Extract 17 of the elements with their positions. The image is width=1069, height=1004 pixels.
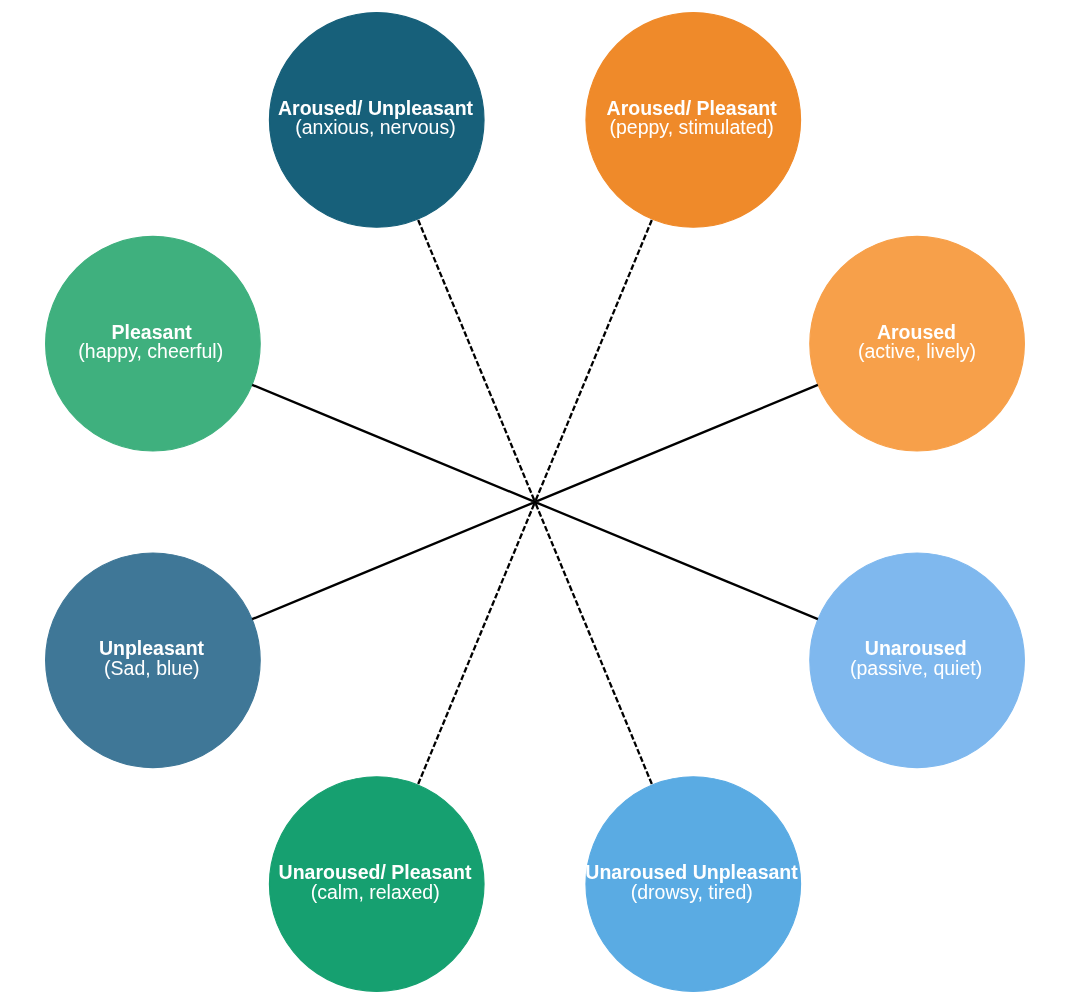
node-point [531,499,538,505]
connector [416,503,535,786]
connector [534,503,653,786]
node-circle: Unaroused Unpleasant (drowsy, tired) [584,776,801,992]
connector [416,218,535,501]
node-circle: Aroused/ Pleasant (peppy, stimulated) [584,12,801,228]
connector [251,383,533,503]
connector [251,501,533,621]
connector [534,218,653,501]
connector [536,383,818,503]
connector [536,501,818,621]
node-circle: Unpleasant (Sad, blue) [44,552,261,769]
node-circle: Unaroused (passive, quiet) [808,552,1025,769]
node-circle: Aroused (active, lively) [808,235,1025,452]
node-circle: Unaroused/ Pleasant (calm, relaxed) [268,776,485,992]
node-circle: Aroused/ Unpleasant (anxious, nervous) [268,12,485,228]
node-circle: Pleasant (happy, cheerful) [44,235,261,452]
